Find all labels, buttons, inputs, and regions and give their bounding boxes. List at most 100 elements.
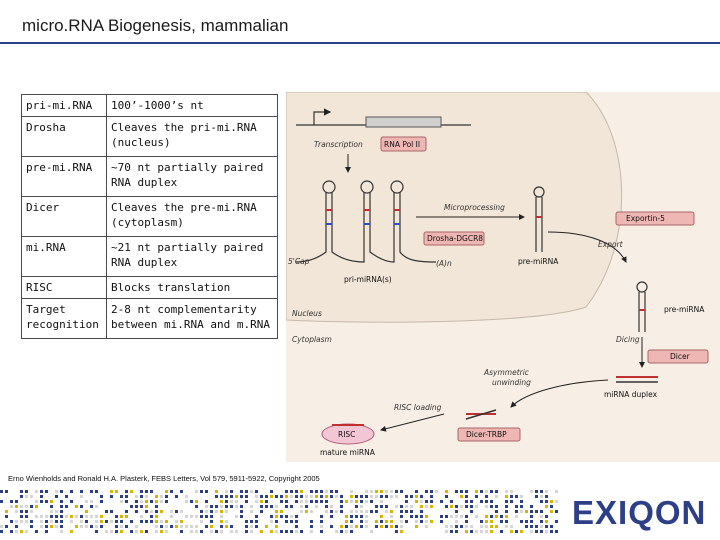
pattern-dot bbox=[525, 510, 528, 513]
pattern-dot bbox=[225, 495, 228, 498]
pattern-dot bbox=[5, 510, 8, 513]
pattern-dot bbox=[325, 500, 328, 503]
pattern-dot bbox=[530, 525, 533, 528]
pattern-dot bbox=[300, 510, 303, 513]
pattern-dot bbox=[455, 515, 458, 518]
pattern-dot bbox=[135, 495, 138, 498]
pattern-dot bbox=[460, 495, 463, 498]
pattern-dot bbox=[45, 490, 48, 493]
pattern-dot bbox=[425, 490, 428, 493]
pattern-dot bbox=[485, 500, 488, 503]
pattern-dot bbox=[285, 520, 288, 523]
pattern-dot bbox=[295, 515, 298, 518]
pattern-dot bbox=[480, 500, 483, 503]
pattern-dot bbox=[315, 505, 318, 508]
pattern-dot bbox=[385, 525, 388, 528]
pattern-dot bbox=[300, 490, 303, 493]
pattern-dot bbox=[495, 490, 498, 493]
pattern-dot bbox=[170, 525, 173, 528]
pattern-dot bbox=[185, 515, 188, 518]
pattern-dot bbox=[55, 510, 58, 513]
pattern-dot bbox=[110, 510, 113, 513]
pattern-dot bbox=[380, 505, 383, 508]
pattern-dot bbox=[285, 530, 288, 533]
pattern-dot bbox=[130, 505, 133, 508]
pattern-dot bbox=[140, 495, 143, 498]
pattern-dot bbox=[410, 510, 413, 513]
pattern-dot bbox=[80, 505, 83, 508]
pattern-dot bbox=[210, 510, 213, 513]
pattern-dot bbox=[60, 515, 63, 518]
pattern-dot bbox=[180, 530, 183, 533]
risc-loading-label: RISC loading bbox=[394, 403, 442, 412]
pattern-dot bbox=[480, 490, 483, 493]
pattern-dot bbox=[105, 530, 108, 533]
pattern-dot bbox=[540, 530, 543, 533]
pattern-dot bbox=[125, 510, 128, 513]
pattern-dot bbox=[195, 530, 198, 533]
pattern-dot bbox=[15, 500, 18, 503]
pattern-dot bbox=[495, 510, 498, 513]
pattern-dot bbox=[45, 515, 48, 518]
pattern-dot bbox=[395, 525, 398, 528]
pattern-dot bbox=[100, 520, 103, 523]
pattern-dot bbox=[415, 525, 418, 528]
pattern-dot bbox=[535, 510, 538, 513]
pattern-dot bbox=[355, 500, 358, 503]
pattern-dot bbox=[170, 490, 173, 493]
pattern-dot bbox=[315, 495, 318, 498]
pattern-dot bbox=[10, 530, 13, 533]
pattern-dot bbox=[60, 530, 63, 533]
pattern-dot bbox=[280, 530, 283, 533]
pattern-dot bbox=[125, 525, 128, 528]
pattern-dot bbox=[275, 515, 278, 518]
pattern-dot bbox=[370, 495, 373, 498]
pattern-dot bbox=[265, 495, 268, 498]
pattern-dot bbox=[70, 500, 73, 503]
pattern-dot bbox=[80, 495, 83, 498]
pattern-dot bbox=[145, 490, 148, 493]
rna-pol-box bbox=[380, 136, 427, 152]
pattern-dot bbox=[475, 495, 478, 498]
rna-pol-label: RNA Pol II bbox=[384, 140, 420, 149]
pattern-dot bbox=[370, 490, 373, 493]
pattern-dot bbox=[365, 515, 368, 518]
pattern-dot bbox=[400, 525, 403, 528]
pattern-dot bbox=[20, 515, 23, 518]
pattern-dot bbox=[430, 490, 433, 493]
pattern-dot bbox=[390, 490, 393, 493]
pattern-dot bbox=[320, 530, 323, 533]
pattern-dot bbox=[350, 495, 353, 498]
pattern-dot bbox=[375, 495, 378, 498]
pattern-dot bbox=[90, 525, 93, 528]
pattern-dot bbox=[150, 515, 153, 518]
pattern-dot bbox=[50, 510, 53, 513]
pattern-dot bbox=[355, 510, 358, 513]
pattern-dot bbox=[485, 490, 488, 493]
nucleus-area bbox=[286, 92, 623, 323]
pattern-dot bbox=[550, 505, 553, 508]
pattern-dot bbox=[320, 500, 323, 503]
pattern-dot bbox=[215, 510, 218, 513]
table-term: mi.RNA bbox=[21, 236, 107, 277]
pattern-dot bbox=[555, 520, 558, 523]
pattern-dot bbox=[60, 510, 63, 513]
pattern-dot bbox=[415, 520, 418, 523]
pattern-dot bbox=[345, 515, 348, 518]
pattern-dot bbox=[495, 505, 498, 508]
pattern-dot bbox=[315, 500, 318, 503]
pattern-dot bbox=[505, 500, 508, 503]
pattern-dot bbox=[175, 520, 178, 523]
pattern-dot bbox=[35, 490, 38, 493]
pattern-dot bbox=[50, 520, 53, 523]
pattern-dot bbox=[465, 495, 468, 498]
pattern-dot bbox=[85, 510, 88, 513]
pattern-dot bbox=[240, 505, 243, 508]
mirna-pathway-diagram: RNA Pol II Transcription 5'Cap (A)n pri-… bbox=[286, 92, 720, 462]
pattern-dot bbox=[65, 505, 68, 508]
pattern-dot bbox=[55, 495, 58, 498]
pattern-dot bbox=[130, 490, 133, 493]
pattern-dot bbox=[55, 520, 58, 523]
pattern-dot bbox=[245, 520, 248, 523]
pattern-dot bbox=[505, 510, 508, 513]
